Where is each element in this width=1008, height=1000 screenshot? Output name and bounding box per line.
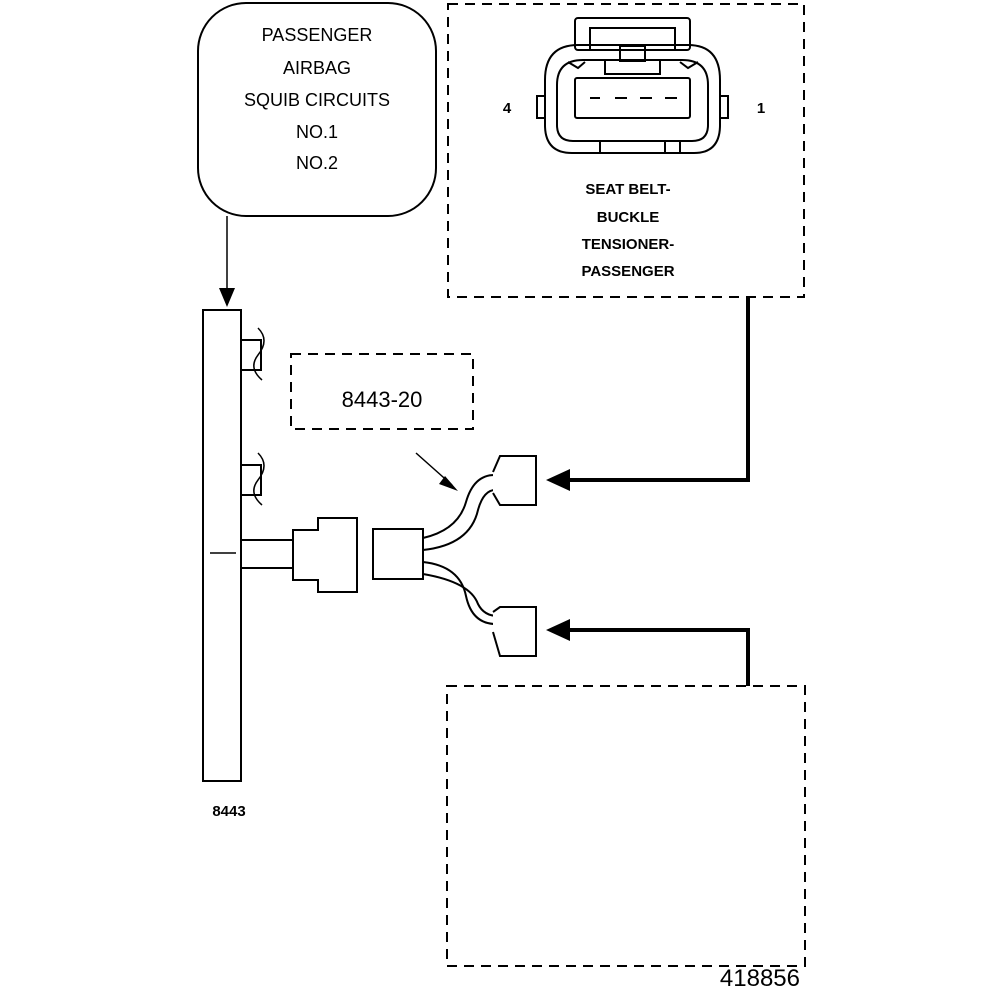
adapter-label-box: 8443-20 <box>290 353 474 430</box>
tensioner-label-line-4: PASSENGER <box>581 263 674 280</box>
squib-box-line-4: NO.1 <box>296 122 338 142</box>
lower-box-wire-arrow <box>546 619 750 686</box>
pin-1-label: 1 <box>757 100 765 117</box>
pin-4-label: 4 <box>503 100 512 117</box>
squib-box-line-3: SQUIB CIRCUITS <box>244 90 390 110</box>
adapter-harness-8443-20 <box>372 455 537 657</box>
seat-belt-tensioner-box: 4 1 SEAT BELT- BUCKLE TENSIONER- PASSENG… <box>447 3 805 298</box>
tool-plug <box>292 517 358 593</box>
tool-label: 8443 <box>212 803 245 820</box>
squib-box-line-5: NO.2 <box>296 153 338 173</box>
tensioner-wire-arrow <box>546 297 750 491</box>
arrow-down-to-tool <box>219 216 235 307</box>
squib-box-line-2: AIRBAG <box>283 58 351 78</box>
tensioner-label-line-1: SEAT BELT- <box>585 181 670 198</box>
tool-bar-8443 <box>202 309 293 782</box>
adapter-leader-arrow <box>415 452 458 491</box>
figure-number: 418856 <box>720 965 800 992</box>
tensioner-label-line-3: TENSIONER- <box>582 236 675 253</box>
squib-circuit-box: PASSENGER AIRBAG SQUIB CIRCUITS NO.1 NO.… <box>197 2 437 217</box>
tensioner-label-line-2: BUCKLE <box>597 209 660 226</box>
tensioner-connector-icon <box>536 17 729 154</box>
adapter-label: 8443-20 <box>342 387 423 412</box>
lower-dashed-box <box>446 685 806 967</box>
squib-box-line-1: PASSENGER <box>262 25 373 45</box>
